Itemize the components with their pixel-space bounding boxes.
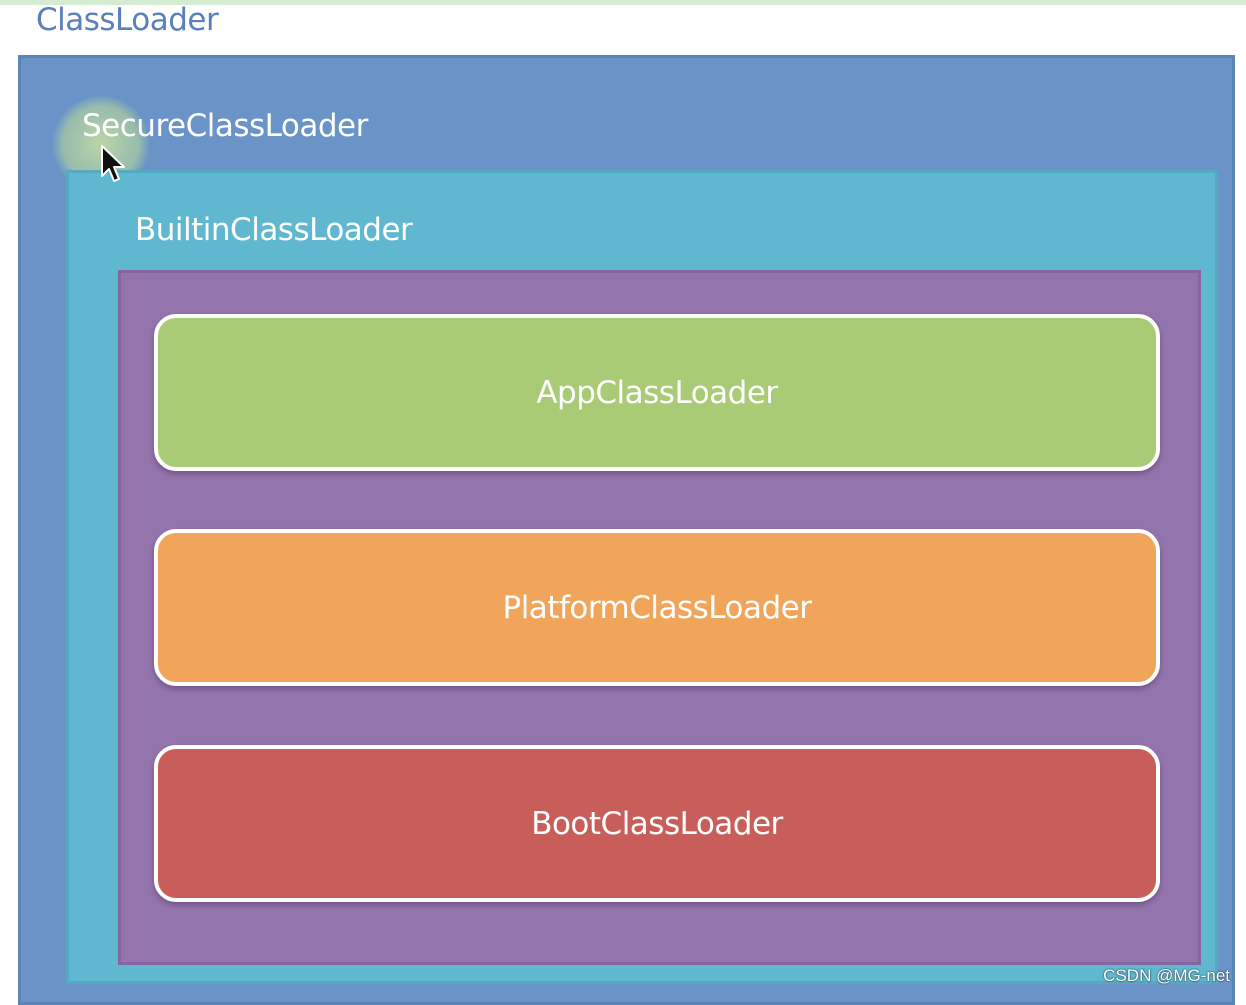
boot-class-loader-label: BootClassLoader	[531, 805, 783, 842]
diagram-title: ClassLoader	[36, 2, 219, 38]
secure-class-loader-label: SecureClassLoader	[82, 108, 368, 144]
top-strip	[0, 0, 1246, 5]
platform-class-loader-box: PlatformClassLoader	[154, 529, 1160, 686]
app-class-loader-box: AppClassLoader	[154, 314, 1160, 471]
watermark: CSDN @MG-net	[1103, 966, 1230, 985]
mouse-pointer-icon	[101, 145, 125, 182]
platform-class-loader-label: PlatformClassLoader	[502, 589, 812, 626]
app-class-loader-label: AppClassLoader	[536, 374, 778, 411]
builtin-class-loader-label: BuiltinClassLoader	[135, 212, 413, 248]
boot-class-loader-box: BootClassLoader	[154, 745, 1160, 902]
